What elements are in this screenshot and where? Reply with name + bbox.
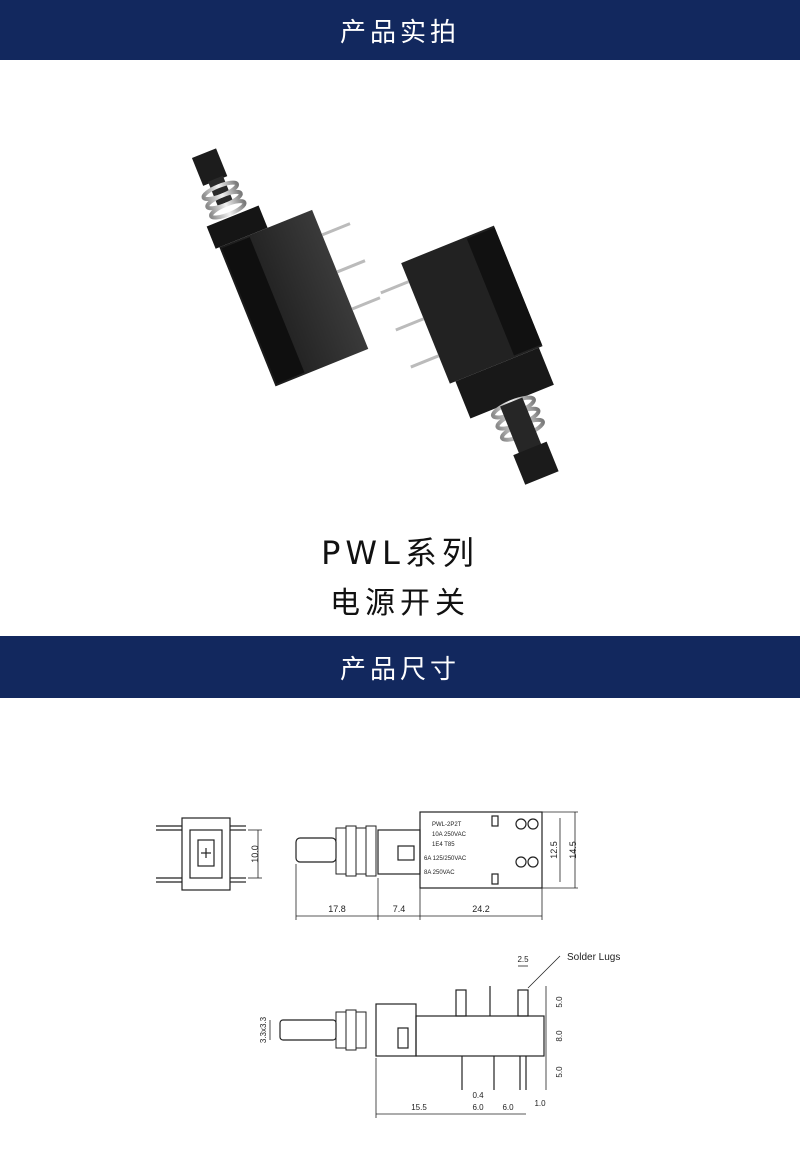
front-view: 10.0 [156,817,262,891]
side-view: Solder Lugs 2.5 5.0 8.0 5.0 3.3x3.3 15.5… [259,952,620,1118]
banner-title: 产品尺寸 [339,654,460,685]
dim-pin-gap: 0.4 [472,1091,484,1100]
banner-title: 产品实拍 [339,17,460,48]
dim-height-inner: 12.5 [549,841,559,859]
dim-pitch-a: 6.0 [472,1103,484,1112]
dim-front-height: 10.0 [250,845,260,863]
switch-photo-right [380,225,559,485]
dimension-drawing: 10.0 PWL-2P2T 10A 250VAC 1E4 T85 6A 125/… [0,698,800,1168]
label-line-3: 1E4 T85 [432,842,455,848]
dim-pin-bottom: 5.0 [555,1066,564,1078]
dim-body: 24.2 [472,904,490,914]
label-line-4: 6A 125/250VAC [424,856,467,862]
dim-height-outer: 14.5 [568,841,578,859]
label-line-1: PWL-2P2T [432,822,462,828]
product-title: 电源开关 [330,586,470,621]
label-line-2: 10A 250VAC [432,832,467,838]
dim-plunger: 17.8 [328,904,346,914]
dim-plunger-size: 3.3x3.3 [259,1016,268,1043]
callout-solder-lugs: Solder Lugs [567,952,620,963]
label-line-5: 8A 250VAC [424,870,455,876]
dim-pin-width: 1.0 [534,1099,546,1108]
dim-body-height: 8.0 [555,1030,564,1042]
dim-collar: 7.4 [393,904,406,914]
product-photo [0,60,800,520]
dim-front: 15.5 [411,1103,427,1112]
dim-lug-top: 5.0 [555,996,564,1008]
dim-pitch-b: 6.0 [502,1103,514,1112]
section-banner-photo: 产品实拍 [0,0,800,60]
switch-photo-left [191,148,381,387]
section-banner-dimensions: 产品尺寸 [0,636,800,698]
top-view: PWL-2P2T 10A 250VAC 1E4 T85 6A 125/250VA… [295,811,578,920]
series-title: PWL系列 [321,534,479,572]
dim-lug-pitch: 2.5 [517,955,529,964]
